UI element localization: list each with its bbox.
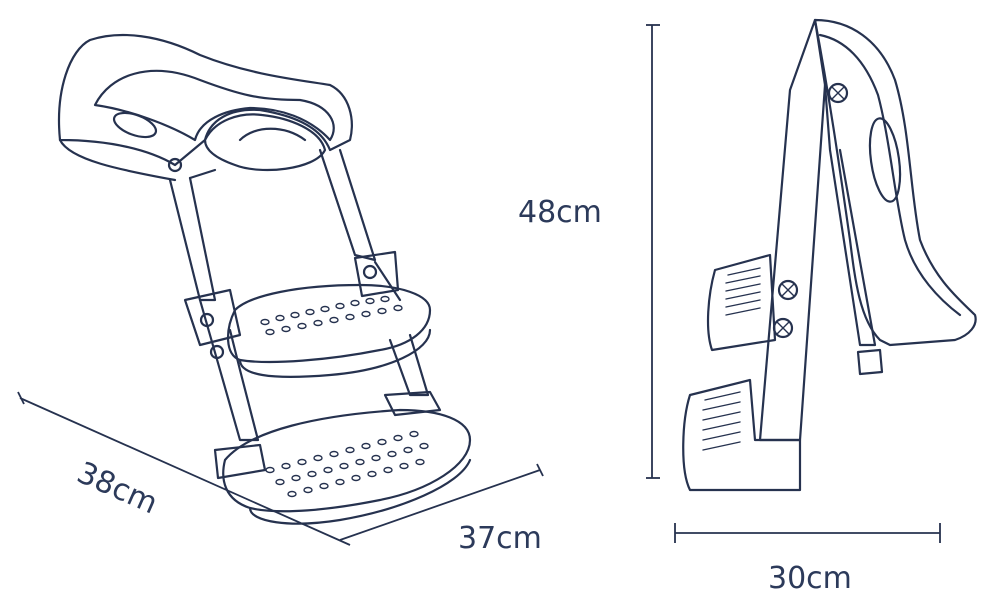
lower-step-ridges	[702, 391, 741, 451]
depth-label: 38cm	[72, 455, 163, 521]
upper-step-ridges	[725, 267, 761, 316]
width-label: 37cm	[458, 521, 542, 556]
side-depth-label: 30cm	[768, 561, 852, 596]
upper-step-holes	[260, 295, 403, 336]
dimension-lines	[17, 24, 941, 546]
height-label: 48cm	[518, 195, 602, 230]
front-perspective-view	[58, 33, 472, 525]
side-view	[682, 18, 977, 492]
lower-step-holes	[265, 430, 429, 498]
